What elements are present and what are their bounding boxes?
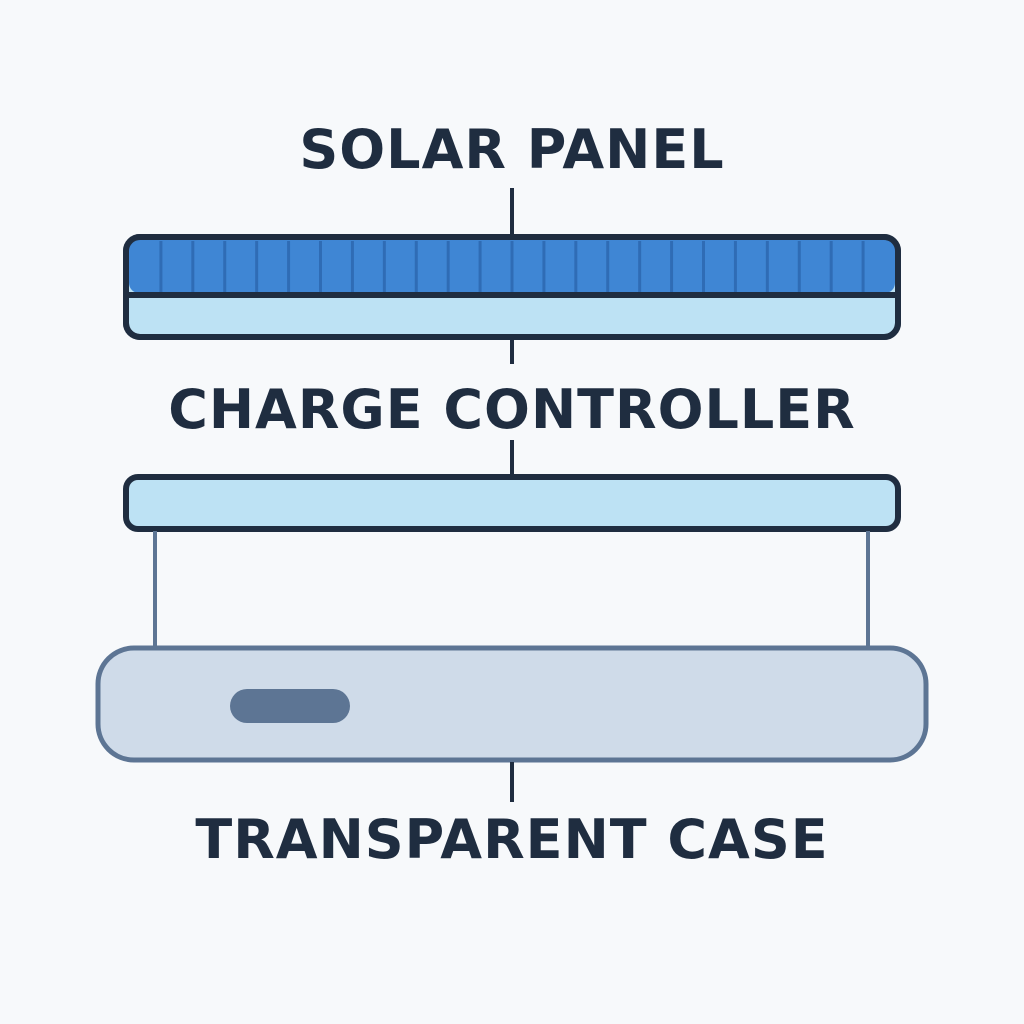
charge-controller-label: CHARGE CONTROLLER: [168, 378, 856, 441]
charge-controller-layer: [123, 474, 901, 532]
solar-cell-dividers: [159, 241, 865, 292]
solar-panel-label: SOLAR PANEL: [299, 118, 725, 181]
transparent-case-layer: [95, 645, 929, 763]
case-port: [230, 689, 350, 723]
solar-panel-layer: [123, 234, 901, 340]
transparent-case-label: TRANSPARENT CASE: [195, 808, 829, 871]
